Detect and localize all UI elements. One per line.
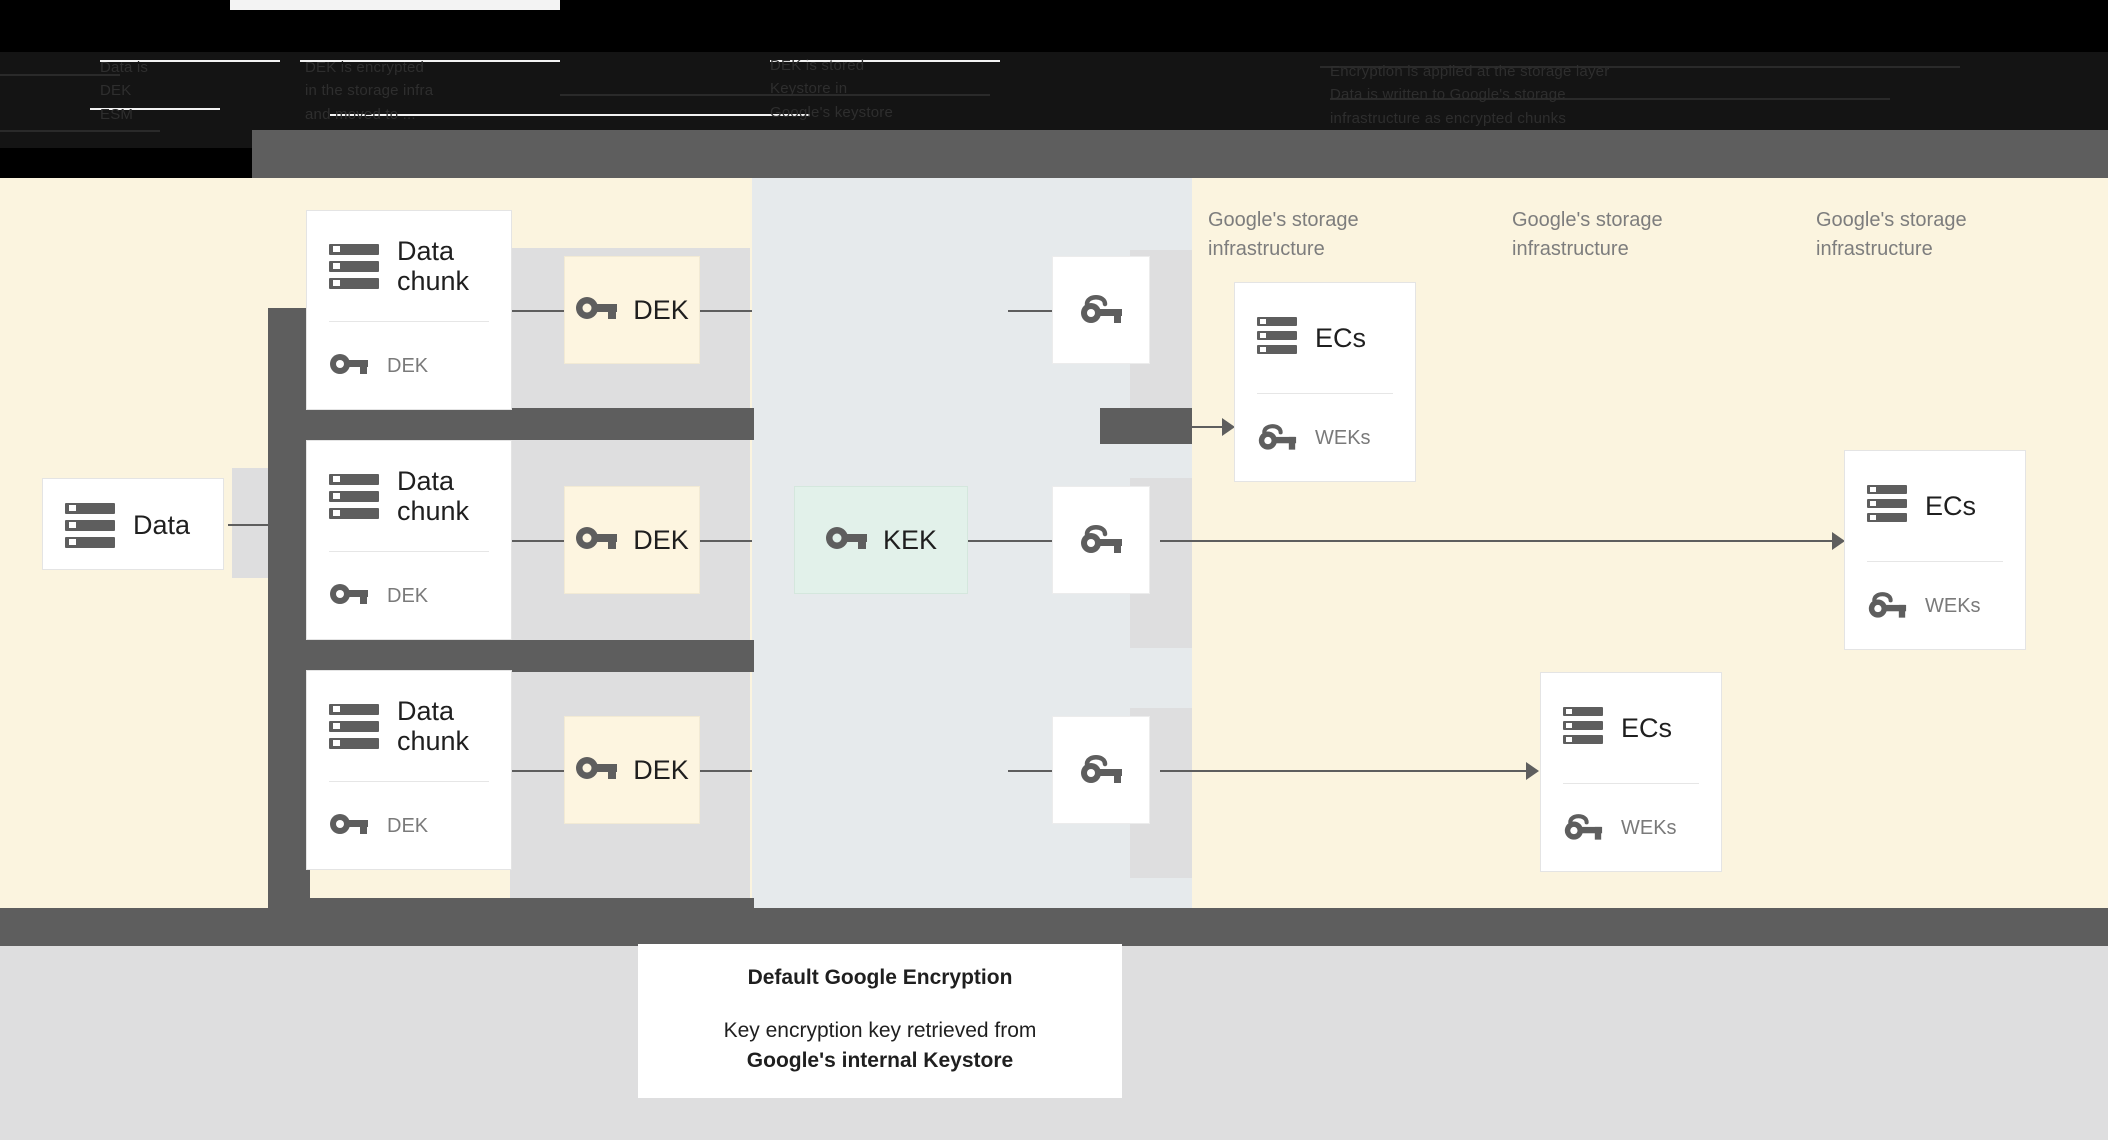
ec-card-key-label: WEKs — [1925, 594, 1981, 617]
caption-card: Default Google Encryption Key encryption… — [638, 944, 1122, 1098]
data-card[interactable]: Data — [42, 478, 224, 570]
server-icon — [1257, 317, 1297, 359]
ec-card-title: ECs — [1621, 712, 1673, 743]
caption-body-line2: Google's internal Keystore — [746, 1049, 1014, 1072]
server-icon — [329, 243, 379, 289]
ec-card[interactable]: ECs WEKs — [1234, 282, 1416, 482]
key-icon — [329, 352, 369, 381]
server-icon — [65, 502, 115, 548]
card-divider — [1867, 561, 2003, 562]
arrow-head-ec2 — [1832, 532, 1845, 550]
data-chunk-card[interactable]: Data chunk DEK — [306, 440, 512, 640]
line-kek-to-wek2 — [968, 540, 1052, 542]
ec-card-title: ECs — [1315, 322, 1367, 353]
chunk-key-label: DEK — [387, 814, 429, 837]
line-band-to-wek3 — [1008, 770, 1052, 772]
storage-infra-label: Google's storage infrastructure — [1816, 209, 1967, 260]
wrapped-key-icon — [1867, 588, 1907, 625]
legend-column-3: DEK is stored Keystore in Google's keyst… — [770, 57, 893, 121]
bracket-arm-1 — [268, 408, 754, 440]
data-chunk-card[interactable]: Data chunk DEK — [306, 670, 512, 870]
data-chunk-card[interactable]: Data chunk DEK — [306, 210, 512, 410]
arrow-line-wek3-to-ec3 — [1160, 770, 1532, 772]
bracket-top-cap — [252, 130, 2108, 178]
wrapped-key-icon — [1079, 751, 1123, 790]
wrapped-key-box[interactable] — [1052, 486, 1150, 594]
bracket-vertical-trunk — [268, 308, 310, 948]
chunk-title: Data chunk — [397, 235, 470, 296]
server-icon — [329, 473, 379, 519]
ec-card[interactable]: ECs WEKs — [1844, 450, 2026, 650]
wrapped-key-icon — [1257, 420, 1297, 457]
line-chunk3-to-dek — [512, 770, 564, 772]
data-card-label: Data — [133, 509, 191, 540]
arrow-head-ec3 — [1526, 762, 1539, 780]
key-icon — [575, 525, 618, 556]
line-dek2-to-band — [700, 540, 752, 542]
line-dek1-to-band — [700, 310, 752, 312]
chunk-title: Data chunk — [397, 695, 470, 756]
caption-body: Key encryption key retrieved from Google… — [724, 1016, 1037, 1077]
chunk-key-label: DEK — [387, 584, 429, 607]
ec-card-key-label: WEKs — [1621, 816, 1677, 839]
wrapped-key-icon — [1563, 810, 1603, 847]
server-icon — [329, 703, 379, 749]
arrow-line-wek1-to-ec1 — [1100, 426, 1228, 428]
key-icon — [575, 295, 618, 326]
chunk-title: Data chunk — [397, 465, 470, 526]
wrapped-key-box[interactable] — [1052, 716, 1150, 824]
arrow-head-ec1 — [1222, 418, 1235, 436]
dek-chip-label: DEK — [633, 754, 689, 785]
legend-column-1: Data is DEK ESM — [100, 59, 149, 123]
line-chunk1-to-dek — [512, 310, 564, 312]
storage-infra-label: Google's storage infrastructure — [1512, 209, 1663, 260]
line-chunk2-to-dek — [512, 540, 564, 542]
top-tab-highlight — [230, 0, 560, 10]
ec-card[interactable]: ECs WEKs — [1540, 672, 1722, 872]
key-icon — [329, 582, 369, 611]
kek-chip[interactable]: KEK — [794, 486, 968, 594]
ec-card-key-label: WEKs — [1315, 426, 1371, 449]
line-band-to-wek1 — [1008, 310, 1052, 312]
diagram-canvas: Data Data chunk DEK Data chunk — [0, 130, 2108, 1038]
wrapped-key-icon — [1079, 291, 1123, 330]
card-divider — [329, 781, 489, 782]
bracket-arm-2 — [268, 640, 754, 672]
mid-separator-bar — [0, 908, 2108, 946]
dek-chip-label: DEK — [633, 524, 689, 555]
dek-chip[interactable]: DEK — [564, 256, 700, 364]
key-icon — [825, 525, 867, 556]
line-data-to-chunks — [228, 524, 308, 526]
wrapped-key-box[interactable] — [1052, 256, 1150, 364]
key-icon — [329, 812, 369, 841]
card-divider — [329, 551, 489, 552]
ec-card-title: ECs — [1925, 490, 1977, 521]
legend-column-2: DEK is encrypted in the storage infra an… — [305, 59, 434, 123]
server-icon — [1867, 485, 1907, 527]
dek-chip-label: DEK — [633, 294, 689, 325]
card-divider — [1257, 393, 1393, 394]
card-divider — [329, 321, 489, 322]
server-icon — [1563, 707, 1603, 749]
storage-infra-label: Google's storage infrastructure — [1208, 209, 1359, 260]
key-icon — [575, 755, 618, 786]
arrow-line-wek2-to-ec2 — [1160, 540, 1840, 542]
caption-title: Default Google Encryption — [747, 965, 1013, 989]
dek-chip[interactable]: DEK — [564, 716, 700, 824]
kek-chip-label: KEK — [882, 524, 938, 555]
wrapped-key-icon — [1079, 521, 1123, 560]
legend-column-4: Encryption is applied at the storage lay… — [1330, 63, 1610, 127]
caption-body-line1: Key encryption key retrieved from — [723, 1018, 1037, 1042]
card-divider — [1563, 783, 1699, 784]
line-dek3-to-band — [700, 770, 752, 772]
dek-chip[interactable]: DEK — [564, 486, 700, 594]
chunk-key-label: DEK — [387, 354, 429, 377]
